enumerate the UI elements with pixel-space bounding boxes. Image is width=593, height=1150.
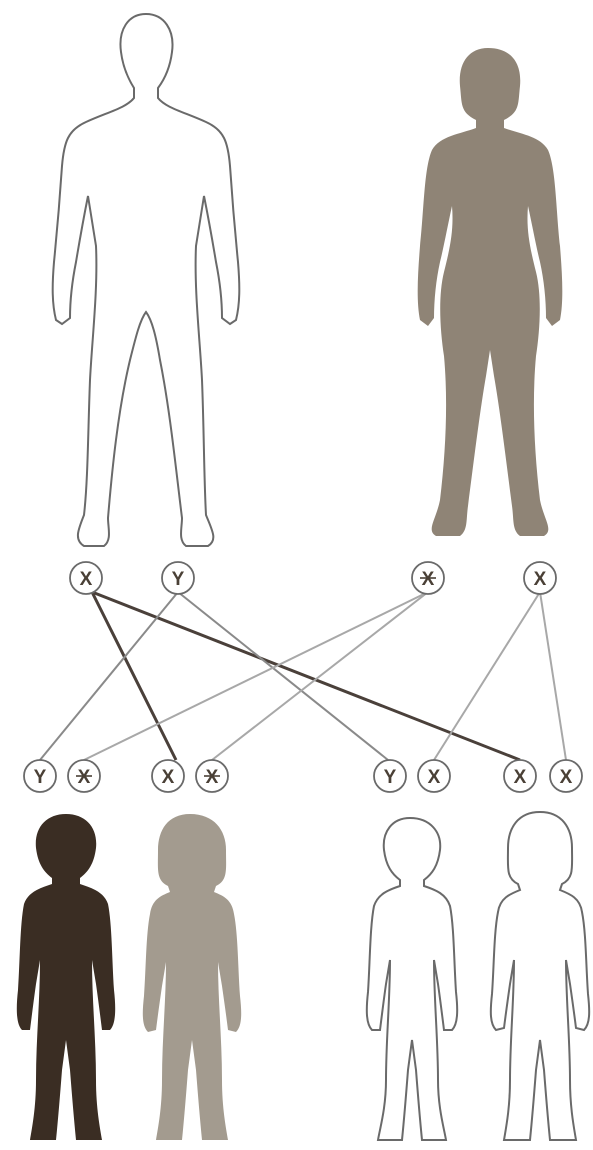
child-3-chromosome-y: Y (374, 760, 406, 792)
svg-text:X: X (560, 767, 573, 788)
svg-text:Y: Y (384, 767, 397, 788)
svg-text:X: X (428, 767, 441, 788)
child-2-chromosomes: X X (152, 760, 228, 792)
svg-text:X: X (534, 569, 547, 590)
svg-text:X: X (422, 569, 435, 590)
mother-figure (418, 48, 563, 536)
child-4-chromosomes: X X (504, 760, 582, 792)
child-3-chromosome-x: X (418, 760, 450, 792)
mother-chromosome-x: X (524, 562, 556, 594)
mother-chromosome-x-carrier: X (412, 562, 444, 594)
child-3-figure-healthy-son (367, 818, 457, 1140)
child-2-chromosome-x: X (152, 760, 184, 792)
child-2-figure-carrier-daughter (143, 814, 241, 1140)
svg-text:Y: Y (34, 767, 47, 788)
svg-text:X: X (80, 569, 93, 590)
svg-text:X: X (162, 767, 175, 788)
line-father-y-to-child3 (178, 592, 388, 760)
mother-silhouette (418, 48, 563, 536)
svg-text:X: X (514, 767, 527, 788)
child-3-silhouette (367, 818, 457, 1140)
father-silhouette (53, 14, 240, 546)
child-1-figure-affected-son (17, 814, 115, 1140)
line-mother-x-to-child3 (434, 592, 540, 760)
father-chromosome-y: Y (162, 562, 194, 594)
child-1-chromosome-y: Y (24, 760, 56, 792)
line-mother-x-to-child4 (540, 592, 566, 760)
svg-text:X: X (78, 767, 91, 788)
father-figure (53, 14, 240, 546)
line-mother-xc-to-child2 (212, 592, 428, 760)
child-1-chromosomes: Y X (24, 760, 100, 792)
child-4-chromosome-x-b: X (550, 760, 582, 792)
child-4-figure-healthy-daughter (491, 812, 589, 1140)
child-4-chromosome-x-a: X (504, 760, 536, 792)
child-1-silhouette (17, 814, 115, 1140)
line-father-y-to-child1 (40, 592, 178, 760)
father-chromosomes: X Y (70, 562, 194, 594)
mother-chromosomes: X X (412, 562, 556, 594)
father-chromosome-x: X (70, 562, 102, 594)
svg-text:Y: Y (172, 569, 185, 590)
child-2-silhouette (143, 814, 241, 1140)
svg-text:X: X (206, 767, 219, 788)
child-2-chromosome-x-carrier: X (196, 760, 228, 792)
child-4-silhouette (491, 812, 589, 1140)
child-3-chromosomes: Y X (374, 760, 450, 792)
inheritance-lines (40, 592, 566, 760)
child-1-chromosome-x-carrier: X (68, 760, 100, 792)
